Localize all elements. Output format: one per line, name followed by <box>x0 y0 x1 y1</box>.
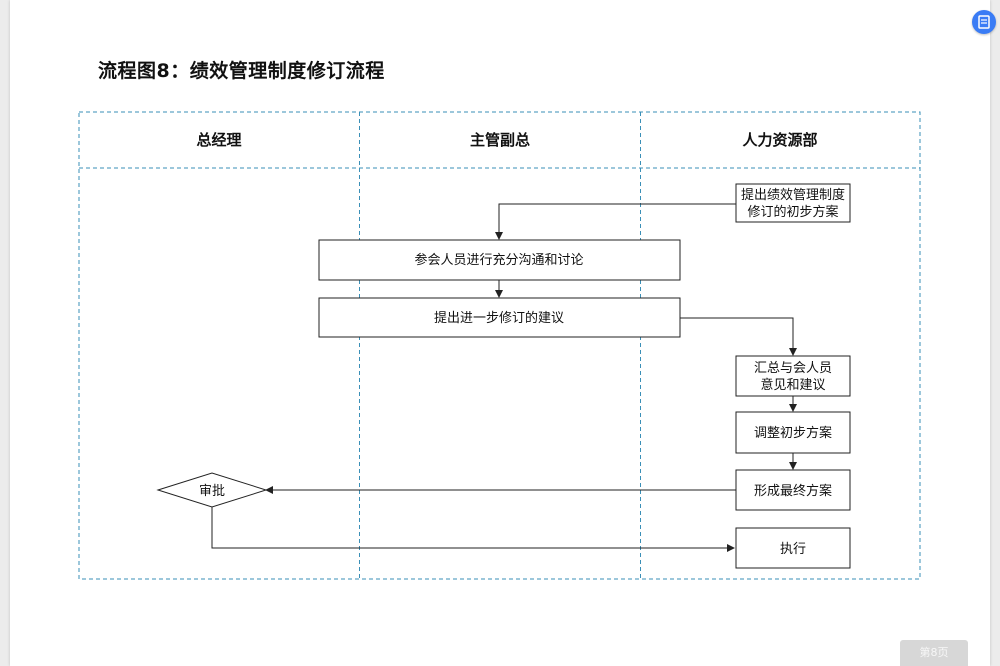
edge-n1-n2 <box>495 203 736 240</box>
decision-diamond <box>156 472 268 508</box>
node-label: 执行 <box>780 542 806 557</box>
page-title: 流程图8：绩效管理制度修订流程 <box>98 60 385 82</box>
node-label: 提出进一步修订的建议 <box>434 310 564 326</box>
node-label: 参会人员进行充分沟通和讨论 <box>414 252 583 268</box>
node-label: 调整初步方案 <box>754 425 832 441</box>
lane-header-gm: 总经理 <box>196 131 241 149</box>
process-box <box>735 411 851 454</box>
process-box <box>735 183 851 223</box>
swimlane-border <box>78 111 921 580</box>
node-n7: 审批 <box>156 472 268 508</box>
node-label: 形成最终方案 <box>754 483 832 499</box>
lane-header-vp: 主管副总 <box>470 131 530 149</box>
node-n6: 形成最终方案 <box>735 469 851 511</box>
lane-header-hr: 人力资源部 <box>742 131 817 149</box>
connectors <box>211 203 797 552</box>
page-indicator: 第8页 <box>900 640 968 666</box>
document-tool-icon[interactable] <box>972 10 996 34</box>
process-box <box>318 239 681 281</box>
node-n8: 执行 <box>735 527 851 569</box>
node-n3: 提出进一步修订的建议 <box>318 297 681 338</box>
process-box <box>735 469 851 511</box>
node-label: 提出绩效管理制度 <box>741 187 845 203</box>
node-n5: 调整初步方案 <box>735 411 851 454</box>
node-label: 修订的初步方案 <box>747 204 838 220</box>
process-box <box>735 527 851 569</box>
process-box <box>318 297 681 338</box>
node-label: 审批 <box>199 484 225 499</box>
node-label: 意见和建议 <box>760 377 825 393</box>
node-n2: 参会人员进行充分沟通和讨论 <box>318 239 681 281</box>
swimlane-frame <box>78 111 921 580</box>
process-box <box>735 355 851 397</box>
edge-n3-n4 <box>680 317 797 356</box>
edge-n7-n8 <box>211 507 735 552</box>
node-n1: 提出绩效管理制度 修订的初步方案 <box>735 183 851 223</box>
node-n4: 汇总与会人员 意见和建议 <box>735 355 851 397</box>
node-label: 汇总与会人员 <box>754 361 832 376</box>
document-glyph-icon <box>978 15 990 29</box>
